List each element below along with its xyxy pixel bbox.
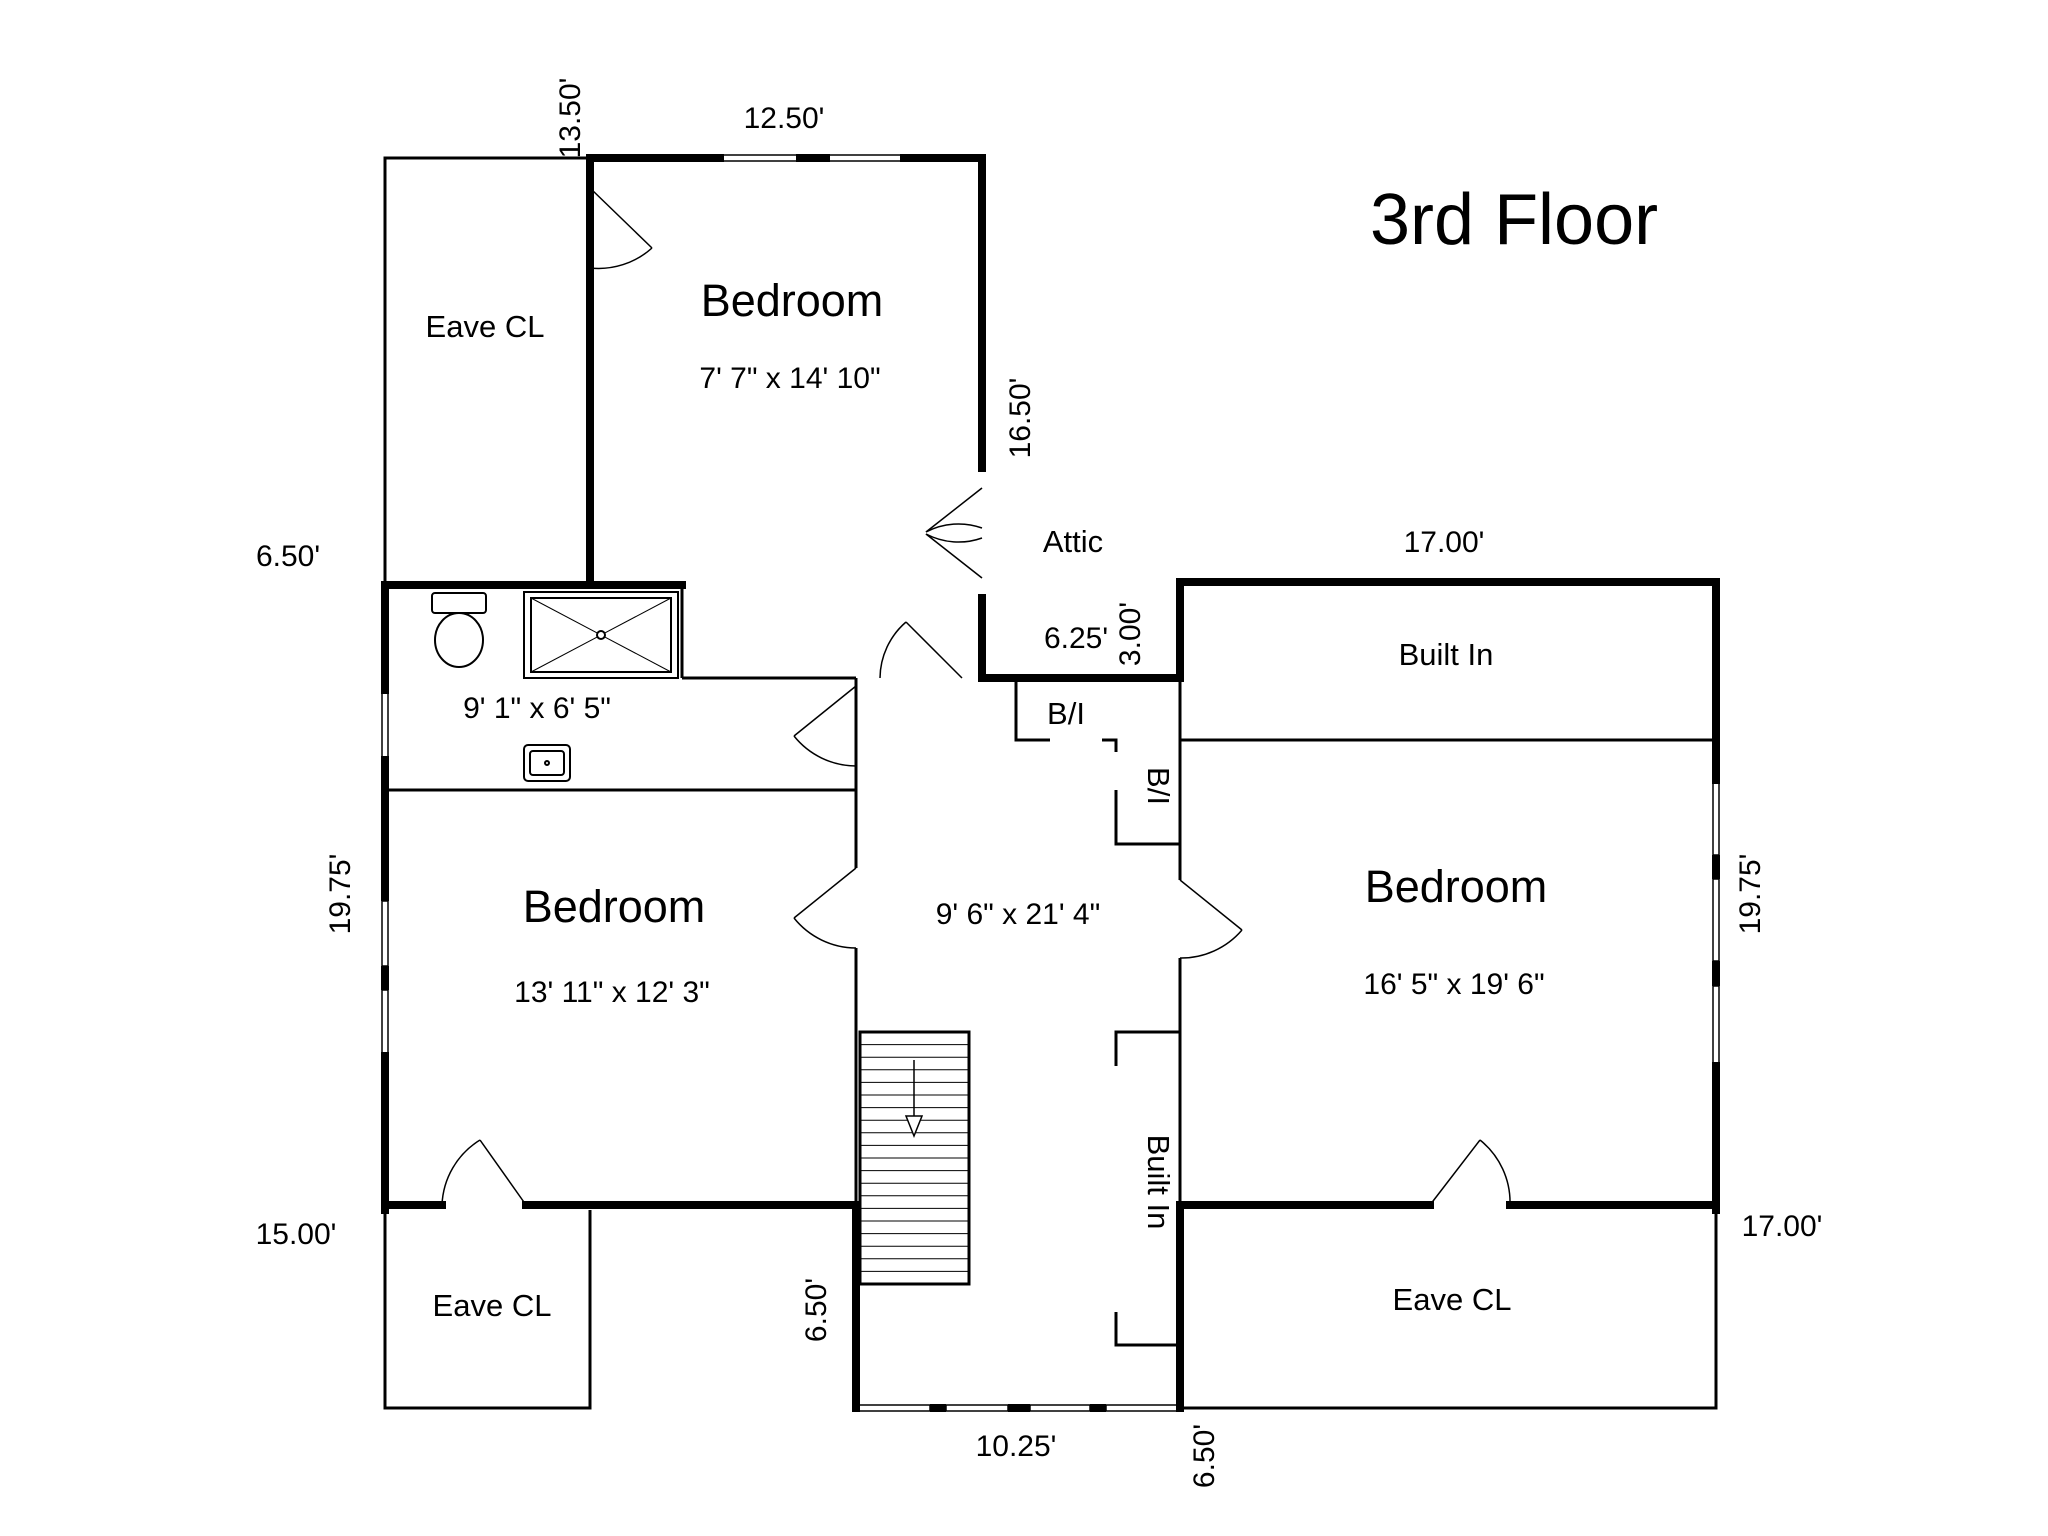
dim-bottom-6-50-left: 6.50' bbox=[800, 1278, 833, 1342]
attic-label: Attic bbox=[1043, 524, 1103, 559]
eave-bottom-left-label: Eave CL bbox=[433, 1288, 552, 1323]
windows bbox=[381, 154, 1720, 1412]
eave-top-left-label: Eave CL bbox=[426, 309, 545, 344]
eave-bottom-right-label: Eave CL bbox=[1393, 1282, 1512, 1317]
dim-left-15-00: 15.00' bbox=[256, 1218, 337, 1251]
stair-arrowhead bbox=[904, 1115, 924, 1139]
bedroom-right-label: Bedroom bbox=[1365, 861, 1548, 912]
dim-left-19-75: 19.75' bbox=[324, 854, 357, 935]
thin-walls bbox=[383, 156, 1718, 1410]
built-in-top-label: Built In bbox=[1399, 637, 1494, 672]
dim-left-6-50: 6.50' bbox=[256, 540, 320, 573]
staircase bbox=[860, 1044, 969, 1272]
dim-right-19-75: 19.75' bbox=[1734, 854, 1767, 935]
dim-bottom-10-25: 10.25' bbox=[976, 1430, 1057, 1463]
bedroom-left-label: Bedroom bbox=[523, 881, 706, 932]
toilet-icon bbox=[431, 592, 487, 668]
dim-mid-3-00: 3.00' bbox=[1114, 602, 1147, 666]
dim-top-12-50: 12.50' bbox=[744, 102, 825, 135]
dim-right-16-50: 16.50' bbox=[1004, 378, 1037, 459]
floor-title: 3rd Floor bbox=[1370, 180, 1658, 260]
bi-side-label: B/I bbox=[1141, 767, 1176, 805]
thick-walls bbox=[381, 154, 1720, 1412]
built-in-hall-label: Built In bbox=[1141, 1135, 1176, 1230]
dim-right-17-00: 17.00' bbox=[1742, 1210, 1823, 1243]
bedroom-right-size: 16' 5" x 19' 6" bbox=[1363, 968, 1544, 1001]
bath-size: 9' 1" x 6' 5" bbox=[463, 692, 611, 725]
dim-top-13-50: 13.50' bbox=[554, 78, 587, 159]
bedroom-top-label: Bedroom bbox=[701, 275, 884, 326]
bi-top-label: B/I bbox=[1047, 696, 1085, 731]
dim-mid-17-00: 17.00' bbox=[1404, 526, 1485, 559]
hall-size: 9' 6" x 21' 4" bbox=[936, 898, 1101, 931]
shower-icon bbox=[523, 591, 679, 679]
dim-bottom-6-50-right: 6.50' bbox=[1188, 1424, 1221, 1488]
dim-mid-6-25: 6.25' bbox=[1044, 622, 1108, 655]
bedroom-left-size: 13' 11" x 12' 3" bbox=[514, 976, 710, 1009]
bedroom-top-size: 7' 7" x 14' 10" bbox=[699, 362, 880, 395]
sink-icon bbox=[523, 744, 571, 782]
doors bbox=[441, 187, 1511, 1206]
